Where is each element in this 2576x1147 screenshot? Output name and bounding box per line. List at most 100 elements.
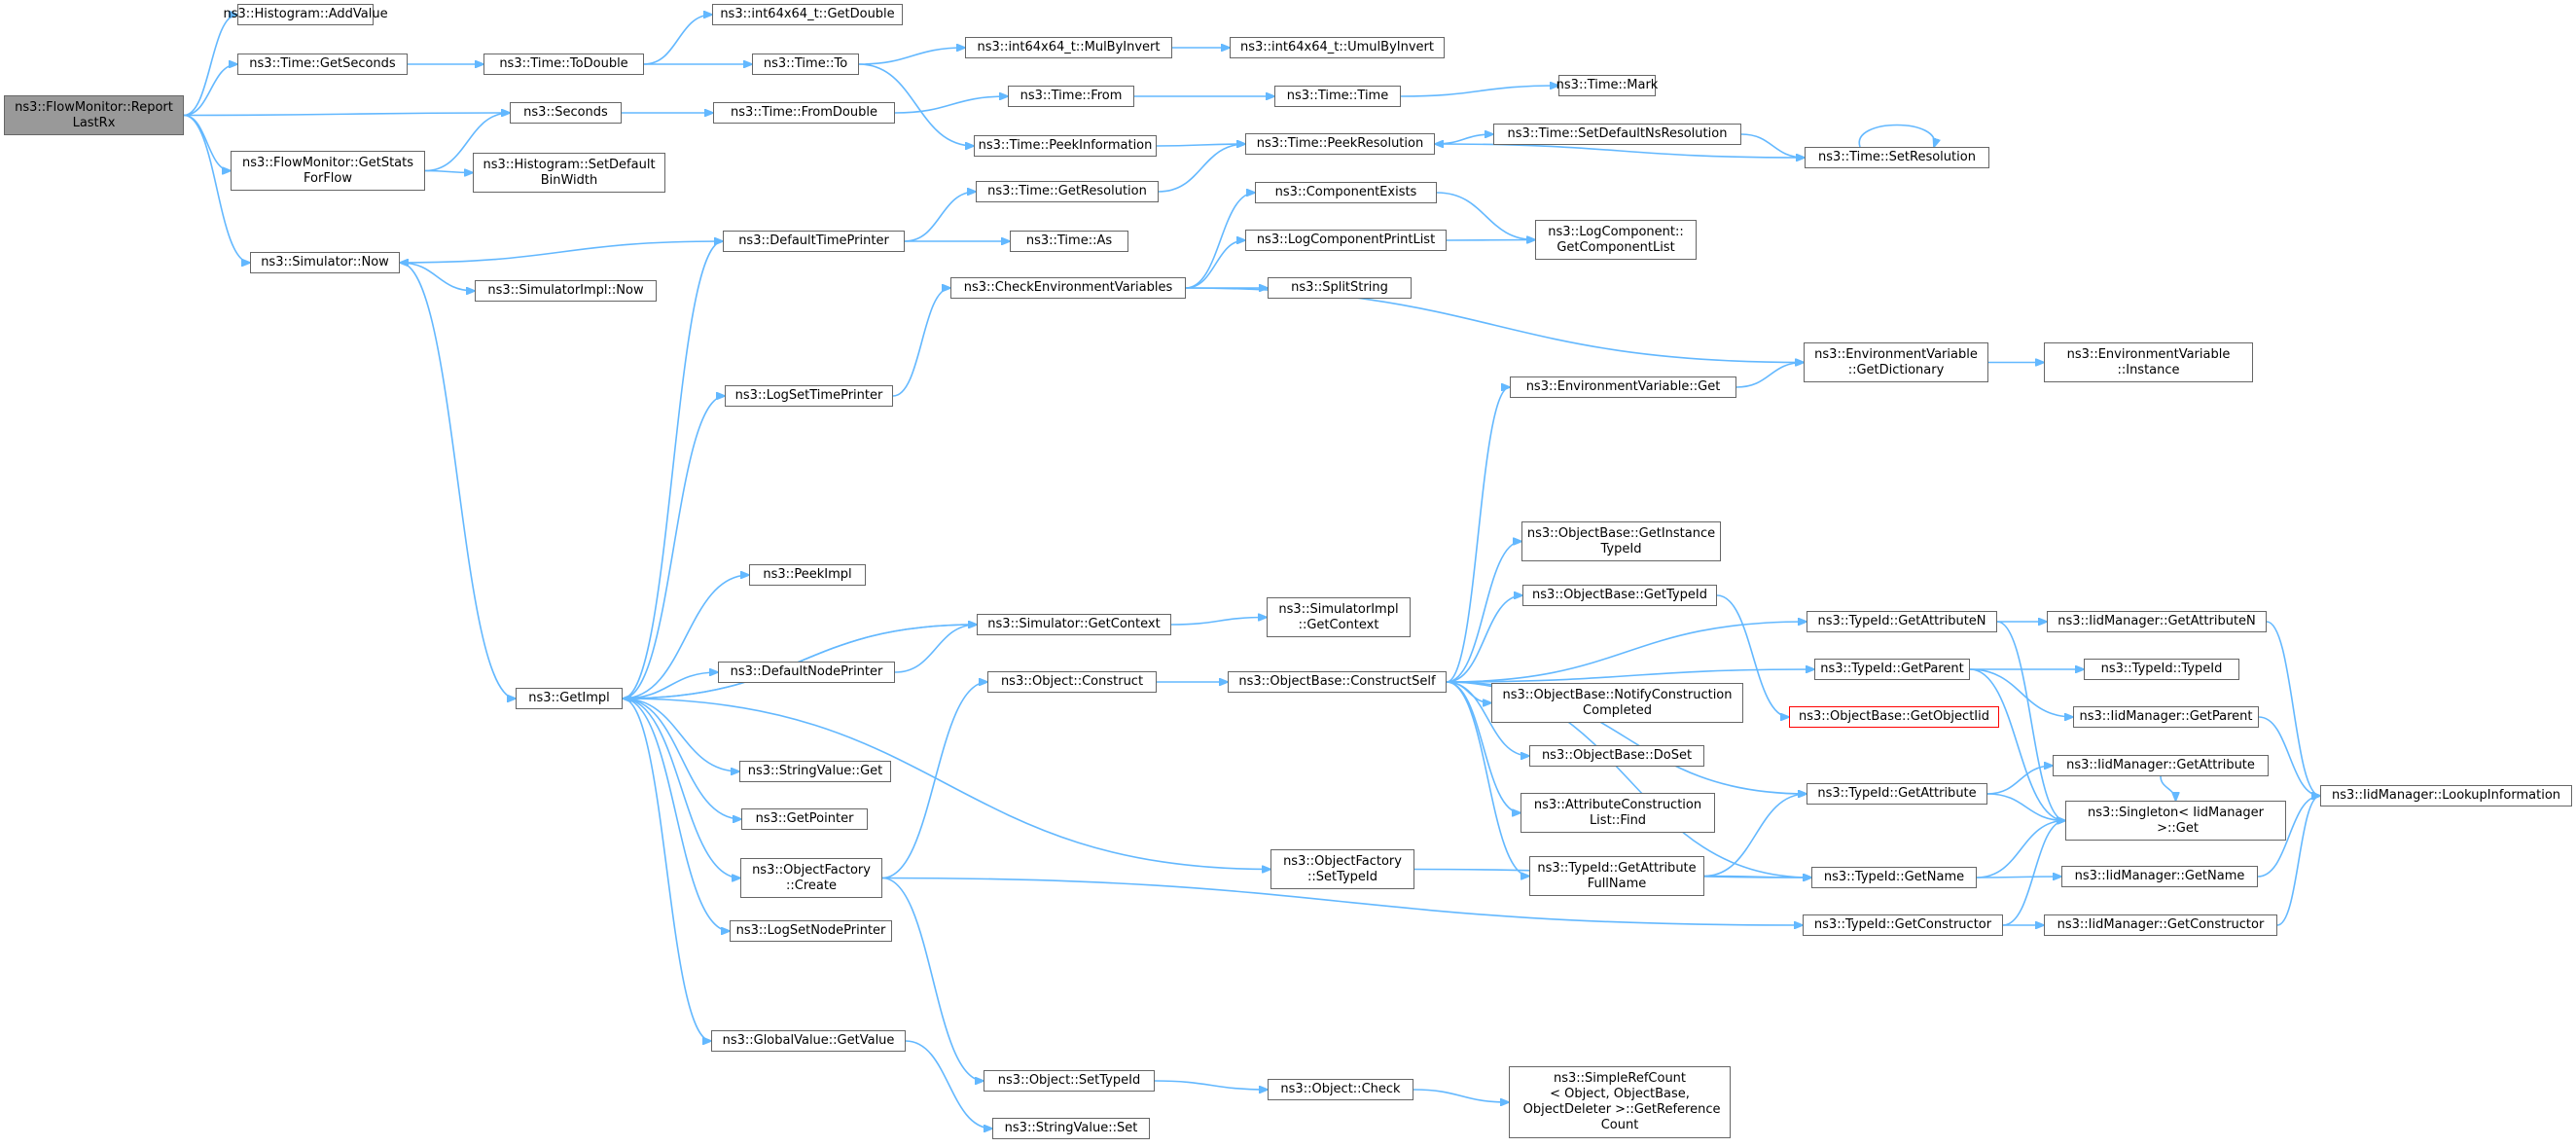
graph-node[interactable]: ns3::ObjectFactory ::SetTypeId <box>1270 849 1414 889</box>
graph-node[interactable]: ns3::GetPointer <box>741 808 868 830</box>
graph-edge <box>622 698 1270 870</box>
graph-node[interactable]: ns3::IidManager::GetConstructor <box>2044 914 2277 936</box>
graph-node[interactable]: ns3::Time::FromDouble <box>713 102 895 124</box>
graph-node[interactable]: ns3::ObjectBase::GetTypeId <box>1522 585 1717 606</box>
graph-node[interactable]: ns3::IidManager::LookupInformation <box>2320 785 2572 806</box>
graph-node[interactable]: ns3::IidManager::GetName <box>2061 866 2258 887</box>
graph-edge <box>1435 144 1806 159</box>
graph-edge <box>1446 681 1529 756</box>
graph-edge <box>399 262 475 291</box>
graph-node[interactable]: ns3::EnvironmentVariable ::Instance <box>2044 342 2253 382</box>
graph-edge <box>1446 669 1814 683</box>
graph-edge <box>894 96 1008 114</box>
graph-node[interactable]: ns3::Time::ToDouble <box>483 54 644 75</box>
graph-node[interactable]: ns3::Histogram::SetDefault BinWidth <box>473 153 665 193</box>
graph-node[interactable]: ns3::ObjectBase::GetObjectIid <box>1789 706 1999 728</box>
graph-node[interactable]: ns3::Object::SetTypeId <box>984 1070 1155 1092</box>
graph-node[interactable]: ns3::DefaultTimePrinter <box>723 231 905 252</box>
graph-node[interactable]: ns3::GetImpl <box>516 688 623 709</box>
graph-node[interactable]: ns3::Time::GetResolution <box>976 181 1159 202</box>
graph-node[interactable]: ns3::AttributeConstruction List::Find <box>1521 793 1715 833</box>
graph-node[interactable]: ns3::Singleton< IidManager >::Get <box>2065 801 2286 841</box>
graph-node[interactable]: ns3::ObjectBase::ConstructSelf <box>1228 671 1447 693</box>
graph-node[interactable]: ns3::EnvironmentVariable::Get <box>1510 376 1736 398</box>
graph-node[interactable]: ns3::Time::From <box>1008 86 1134 107</box>
graph-edge <box>1446 622 1807 683</box>
graph-edge <box>858 63 974 146</box>
graph-edge <box>2257 796 2320 878</box>
graph-node[interactable]: ns3::EnvironmentVariable ::GetDictionary <box>1804 342 1988 382</box>
graph-edge <box>2276 796 2320 926</box>
graph-node[interactable]: ns3::Time::As <box>1010 231 1128 252</box>
graph-node[interactable]: ns3::FlowMonitor::GetStats ForFlow <box>231 151 425 191</box>
graph-node[interactable]: ns3::SimulatorImpl ::GetContext <box>1267 597 1411 637</box>
graph-node[interactable]: ns3::ObjectFactory ::Create <box>740 858 882 898</box>
graph-node[interactable]: ns3::TypeId::GetAttribute FullName <box>1529 856 1704 896</box>
graph-node[interactable]: ns3::LogSetNodePrinter <box>730 920 892 942</box>
graph-edge <box>2266 621 2320 796</box>
graph-edge <box>1716 594 1789 717</box>
graph-node[interactable]: ns3::TypeId::GetAttributeN <box>1807 611 1997 632</box>
graph-edge <box>2258 716 2320 796</box>
graph-edge <box>1185 240 1245 289</box>
graph-edge <box>904 192 976 242</box>
graph-node[interactable]: ns3::Histogram::AddValue <box>223 4 388 25</box>
graph-node[interactable]: ns3::ObjectBase::DoSet <box>1529 745 1704 767</box>
graph-node[interactable]: ns3::ObjectBase::GetInstance TypeId <box>1521 521 1721 561</box>
graph-edge <box>399 262 516 699</box>
graph-node[interactable]: ns3::ObjectBase::NotifyConstruction Comp… <box>1491 683 1743 723</box>
graph-edge <box>2160 775 2176 801</box>
graph-node[interactable]: ns3::TypeId::GetConstructor <box>1803 914 2003 936</box>
graph-edge <box>622 698 711 1041</box>
graph-node[interactable]: ns3::Time::To <box>752 54 859 75</box>
graph-edge <box>1703 794 1807 878</box>
graph-node[interactable]: ns3::Seconds <box>510 102 622 124</box>
graph-node[interactable]: ns3::int64x64_t::MulByInvert <box>965 37 1172 58</box>
graph-node[interactable]: ns3::SimulatorImpl::Now <box>475 280 657 302</box>
graph-edge <box>1158 144 1245 193</box>
graph-node[interactable]: ns3::TypeId::TypeId <box>2084 659 2239 680</box>
graph-node[interactable]: ns3::GlobalValue::GetValue <box>711 1030 906 1052</box>
graph-node[interactable]: ns3::Time::PeekInformation <box>974 135 1157 157</box>
graph-edge <box>1740 133 1805 158</box>
graph-node[interactable]: ns3::ComponentExists <box>1255 182 1437 203</box>
graph-edge <box>400 240 724 263</box>
graph-edge <box>1996 621 2065 821</box>
graph-node[interactable]: ns3::StringValue::Set <box>992 1118 1150 1139</box>
graph-edge <box>183 113 510 116</box>
graph-node[interactable]: ns3::TypeId::GetParent <box>1814 659 1970 680</box>
graph-node[interactable]: ns3::IidManager::GetParent <box>2073 706 2259 728</box>
graph-node[interactable]: ns3::Time::PeekResolution <box>1245 133 1435 155</box>
graph-edge <box>622 698 740 878</box>
graph-edge <box>1969 668 2065 821</box>
graph-node[interactable]: ns3::LogSetTimePrinter <box>725 385 893 407</box>
graph-node[interactable]: ns3::Time::SetResolution <box>1805 147 1989 168</box>
graph-node[interactable]: ns3::SplitString <box>1268 277 1412 299</box>
graph-node[interactable]: ns3::Object::Construct <box>987 671 1157 693</box>
graph-node[interactable]: ns3::Time::GetSeconds <box>237 54 408 75</box>
graph-node[interactable]: ns3::Simulator::Now <box>250 252 400 273</box>
graph-node[interactable]: ns3::LogComponentPrintList <box>1245 230 1447 251</box>
graph-edge <box>892 288 950 397</box>
graph-node[interactable]: ns3::IidManager::GetAttributeN <box>2047 611 2267 632</box>
graph-node[interactable]: ns3::CheckEnvironmentVariables <box>950 277 1186 299</box>
graph-node[interactable]: ns3::StringValue::Get <box>739 761 891 782</box>
graph-node[interactable]: ns3::PeekImpl <box>749 564 866 586</box>
graph-edge <box>1986 766 2053 795</box>
graph-node[interactable]: ns3::Simulator::GetContext <box>977 614 1171 635</box>
graph-node[interactable]: ns3::int64x64_t::UmulByInvert <box>1230 37 1445 58</box>
graph-node[interactable]: ns3::TypeId::GetName <box>1811 867 1977 888</box>
graph-node[interactable]: ns3::Time::Mark <box>1556 75 1658 96</box>
graph-node[interactable]: ns3::Time::Time <box>1274 86 1401 107</box>
graph-node[interactable]: ns3::Object::Check <box>1268 1079 1413 1100</box>
graph-node[interactable]: ns3::LogComponent:: GetComponentList <box>1535 220 1697 260</box>
graph-node[interactable]: ns3::int64x64_t::GetDouble <box>712 4 903 25</box>
graph-node[interactable]: ns3::SimpleRefCount < Object, ObjectBase… <box>1509 1066 1731 1138</box>
graph-node[interactable]: ns3::DefaultNodePrinter <box>718 662 895 683</box>
graph-node[interactable]: ns3::TypeId::GetAttribute <box>1807 783 1987 805</box>
graph-edge <box>1434 134 1493 145</box>
graph-node[interactable]: ns3::Time::SetDefaultNsResolution <box>1493 124 1741 145</box>
graph-node[interactable]: ns3::IidManager::GetAttribute <box>2053 755 2269 776</box>
